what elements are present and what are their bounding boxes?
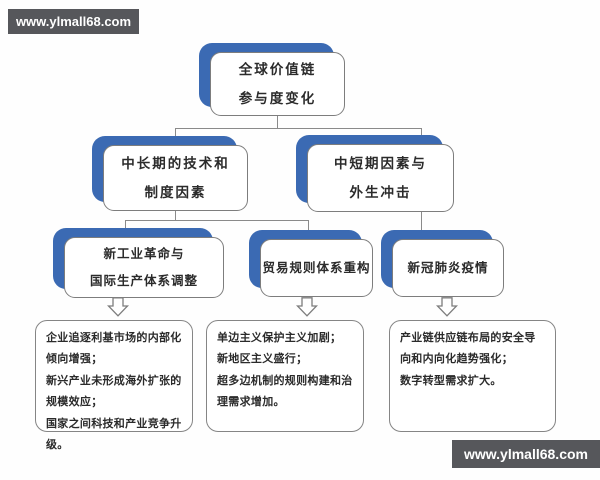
detail-box-left: 企业追逐利基市场的内部化倾向增强； 新兴产业未形成海外扩张的规模效应； 国家之间… [35,320,193,451]
detail-text-line: 数字转型需求扩大。 [400,374,502,387]
node-l2-right: 中短期因素与 外生冲击 [296,135,454,212]
node-l3-c: 新冠肺炎疫情 [381,230,504,297]
detail-box-right: 产业链供应链布局的安全导向和内向化趋势强化； 数字转型需求扩大。 [389,320,556,432]
connector-root-drop [277,116,278,129]
node-title-line: 新工业革命与 [103,246,185,261]
watermark-text: www.ylmall68.com [464,446,588,462]
down-arrow-icon [107,297,129,317]
node-title-line: 全球价值链 [238,61,317,77]
connector-level3-rail [125,220,309,221]
node-title-line: 参与度变化 [238,91,317,106]
node-box: 中长期的技术和 制度因素 [103,145,248,211]
watermark-banner-bottom-right: www.ylmall68.com [452,440,600,468]
node-title-line: 中短期因素与 [334,155,427,171]
connector-to-l3-c [421,212,422,242]
detail-text-line: 新地区主义盛行； [217,353,308,366]
node-box: 新冠肺炎疫情 [392,239,504,297]
detail-text-line: 企业追逐利基市场的内部化倾向增强； [46,332,182,366]
node-title-line: 国际生产体系调整 [89,273,198,288]
node-root: 全球价值链 参与度变化 [199,43,345,116]
down-arrow-icon [296,297,318,317]
down-arrow-icon [436,297,458,317]
node-l3-a: 新工业革命与 国际生产体系调整 [53,228,224,298]
node-box: 全球价值链 参与度变化 [210,52,345,116]
watermark-banner-top-left: www.ylmall68.com [8,9,139,34]
detail-text-line: 超多边机制的规则构建和治理需求增加。 [217,374,353,409]
node-box: 贸易规则体系重构 [260,239,373,297]
watermark-text: www.ylmall68.com [15,14,132,29]
node-box: 新工业革命与 国际生产体系调整 [64,237,224,298]
detail-text-line: 新兴产业未形成海外扩张的规模效应； [46,374,182,409]
node-title-line: 中长期的技术和 [121,155,230,171]
detail-text-line: 产业链供应链布局的安全导向和内向化趋势强化； [400,332,536,366]
detail-box-middle: 单边主义保护主义加剧； 新地区主义盛行； 超多边机制的规则构建和治理需求增加。 [206,320,364,432]
detail-text-line: 国家之间科技和产业竞争升级。 [46,417,182,452]
node-l3-b: 贸易规则体系重构 [249,230,373,297]
node-title-line: 制度因素 [144,185,207,200]
node-title-line: 外生冲击 [349,185,412,200]
node-box: 中短期因素与 外生冲击 [307,144,454,212]
node-l2-left: 中长期的技术和 制度因素 [92,136,248,211]
connector-level2-rail [175,128,422,129]
detail-text-line: 单边主义保护主义加剧； [217,332,342,344]
connector-l2-left-drop [175,211,176,221]
node-title-line: 新冠肺炎疫情 [407,260,489,275]
node-title-line: 贸易规则体系重构 [262,260,371,275]
